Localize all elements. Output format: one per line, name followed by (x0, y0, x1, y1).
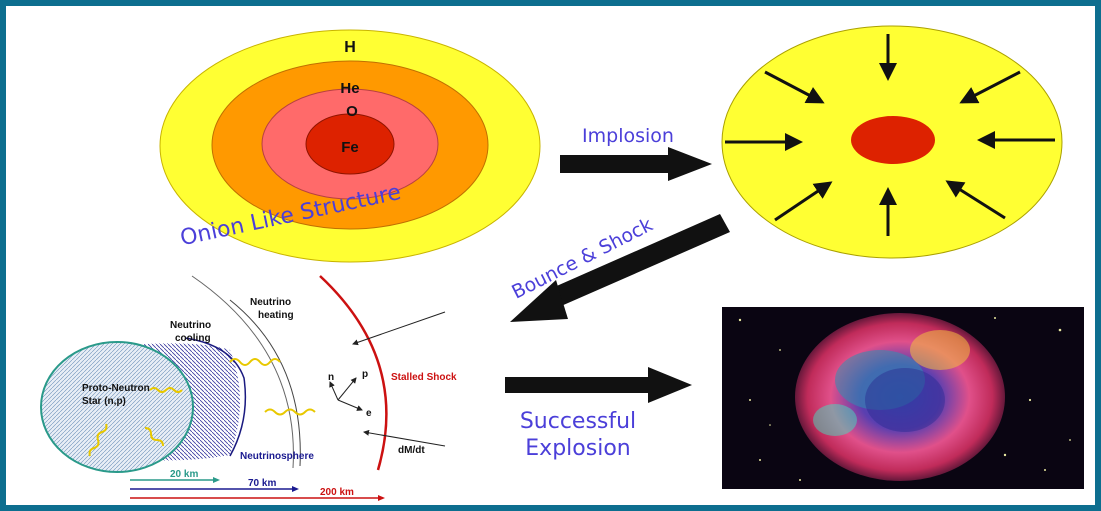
proto-neutron-star (40, 341, 194, 473)
scale-label-70: 70 km (248, 478, 276, 489)
implosion-label: Implosion (582, 125, 674, 147)
label-o: O (346, 103, 358, 120)
neutrinosphere-label: Neutrinosphere (240, 451, 314, 462)
mass-flow-label: dM/dt (398, 445, 425, 456)
particle-arrows (329, 311, 446, 447)
heating-label-1: Neutrino (250, 297, 291, 308)
label-h: H (344, 39, 356, 56)
shock-diagram: Neutrino heating Neutrino cooling Proto-… (40, 275, 457, 501)
stalled-shock-label: Stalled Shock (391, 372, 457, 383)
layer-fe (305, 113, 395, 175)
particle-n: n (328, 372, 334, 383)
remnant-core-glow (865, 368, 945, 432)
remnant-yellow-patch (910, 330, 970, 370)
particle-e: e (366, 408, 372, 419)
implosion-arrow-icon (560, 147, 712, 181)
proto-label-2: Star (n,p) (82, 396, 126, 407)
scale-bars: 20 km 70 km 200 km (130, 469, 385, 501)
label-fe: Fe (341, 139, 359, 156)
scale-label-20: 20 km (170, 469, 198, 480)
scale-arrow-70 (292, 486, 299, 492)
explosion-label-2: Explosion (525, 436, 630, 461)
scale-label-200: 200 km (320, 487, 354, 498)
particle-p: p (362, 369, 368, 380)
explosion-arrow-icon (505, 367, 692, 403)
heating-boundary (229, 299, 301, 467)
scale-arrow-200 (378, 495, 385, 501)
scale-arrow-20 (213, 477, 220, 483)
cooling-label-1: Neutrino (170, 320, 211, 331)
explosion-label-1: Successful (520, 409, 636, 434)
neutrino-wiggles (88, 358, 316, 457)
remnant-stars (738, 317, 1071, 481)
stalled-shock-front (319, 275, 388, 471)
onion-structure: H He O Fe Onion Like Structure (159, 29, 541, 263)
imploding-star (721, 25, 1063, 259)
infall-arrows (725, 34, 1055, 236)
label-he: He (340, 80, 359, 97)
bounce-arrow-icon (510, 214, 730, 322)
star-core (851, 116, 935, 164)
remnant-cyan-patch (835, 350, 925, 410)
remnant-green-patch (813, 404, 857, 436)
proto-label-1: Proto-Neutron (82, 383, 150, 394)
neutrinosphere-line (184, 337, 247, 457)
supernova-remnant-image (722, 307, 1084, 489)
cooling-label-2: cooling (175, 333, 211, 344)
heating-label-2: heating (258, 310, 294, 321)
